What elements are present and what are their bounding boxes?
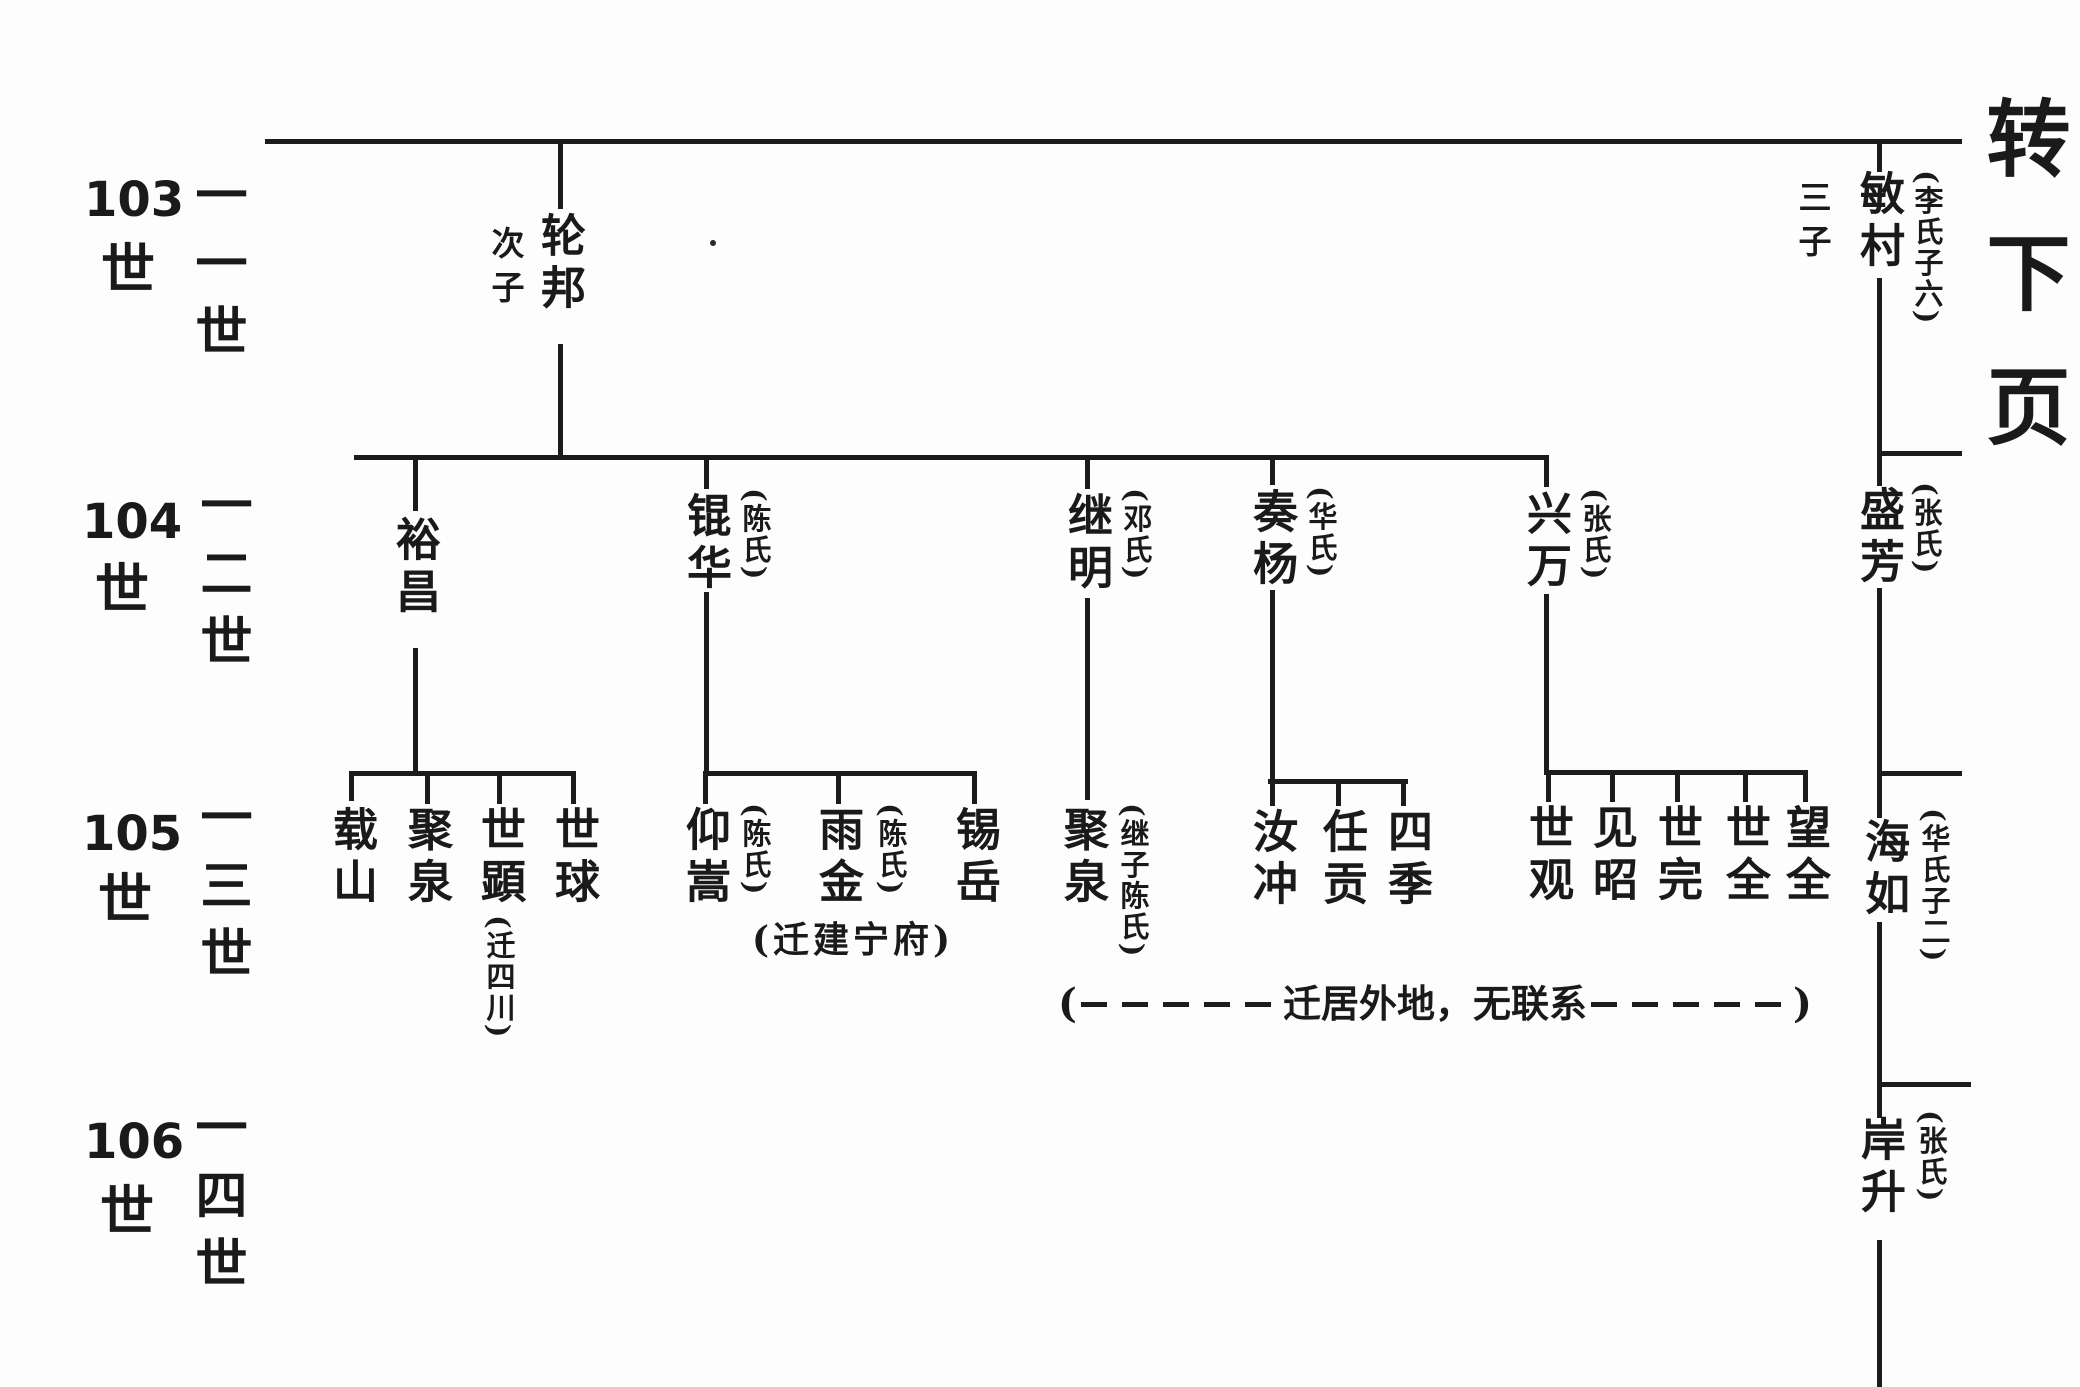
line-drop-zouyang: [1270, 455, 1275, 485]
line-drop-kunhua: [704, 455, 709, 489]
line-drop-shiwan: [1675, 770, 1680, 802]
gen-104-number: 104: [82, 494, 183, 550]
person-shengfang: 盛芳: [1852, 486, 1905, 590]
relocated-note-close-paren: ): [1792, 980, 1812, 1027]
gen-106-shi: 世: [100, 1179, 154, 1243]
line-bracket-yuchang-children: [349, 771, 575, 776]
person-shixian: 世顕: [473, 806, 526, 910]
line-drop-shiqiu: [571, 771, 576, 804]
ansheng-spouse-note: (张氏): [1914, 1110, 1948, 1204]
line-yuchang-to-children: [413, 648, 418, 775]
line-drop-rengong: [1336, 779, 1341, 806]
person-mincun: 敏村: [1852, 170, 1905, 274]
shixian-migration-note: (迁四川): [482, 915, 516, 1040]
person-yujin: 雨金: [811, 806, 864, 910]
gen-105-shi: 世: [98, 867, 152, 931]
line-drop-juquan1: [425, 771, 430, 804]
person-shiguan: 世观: [1521, 804, 1574, 908]
line-stub-shengfang-children: [1877, 771, 1962, 776]
line-kunhua-to-children: [704, 592, 709, 775]
person-zaishan: 载山: [325, 806, 378, 910]
line-drop-shiquan: [1743, 770, 1748, 802]
zouyang-spouse-note: (华氏): [1304, 486, 1338, 580]
person-shiquan: 世全: [1718, 804, 1771, 908]
gen-104-column-label: 一二世: [191, 478, 252, 682]
line-stub-hairu-children: [1877, 1082, 1971, 1087]
line-lunbang-to-gen104: [558, 344, 563, 460]
scan-speck: [710, 240, 716, 246]
line-ansheng-continues: [1877, 1240, 1882, 1387]
line-drop-xiyue: [972, 771, 977, 804]
person-hairu: 海如: [1857, 818, 1910, 922]
gen-106-number: 106: [84, 1114, 185, 1170]
relocated-note-text: 迁居外地，无联系: [1282, 981, 1587, 1026]
line-gen103-sibling: [265, 139, 1962, 144]
gen-104-shi: 世: [95, 557, 149, 621]
line-mincun-to-shengfang: [1877, 278, 1882, 486]
gen-103-shi: 世: [101, 237, 155, 301]
yujin-spouse-note: (陈氏): [874, 803, 908, 897]
relocated-note: ( 迁居外地，无联系 ): [1058, 984, 1812, 1024]
person-rengong: 任贡: [1315, 808, 1368, 912]
line-jiming-to-child: [1085, 598, 1090, 800]
line-hairu-to-ansheng: [1877, 922, 1882, 1118]
line-drop-jianzhao: [1610, 770, 1615, 802]
gen-103-number: 103: [84, 172, 185, 228]
relocated-note-dashes-right: [1590, 1001, 1789, 1007]
line-stub-mincun-children: [1877, 451, 1962, 456]
person-shiwan: 世完: [1650, 804, 1703, 908]
continued-next-page-label: 转下页: [1973, 95, 2072, 497]
gen-105-column-label: 一三世: [191, 790, 252, 994]
mincun-birth-order: 三子: [1793, 180, 1832, 268]
person-xingwan: 兴万: [1519, 490, 1572, 594]
person-ansheng: 岸升: [1853, 1116, 1906, 1220]
line-drop-jiming: [1085, 455, 1090, 489]
line-drop-xingwan: [1544, 455, 1549, 487]
line-zouyang-to-children: [1270, 590, 1275, 783]
gen-106-column-label: 一四世: [186, 1100, 247, 1304]
line-drop-ruchong: [1270, 779, 1275, 806]
line-drop-wangquan: [1803, 770, 1808, 802]
hairu-spouse-note: (华氏子二): [1917, 808, 1951, 964]
line-drop-yangsong: [703, 771, 708, 804]
lunbang-birth-order: 次子: [486, 226, 525, 314]
kunhua-spouse-note: (陈氏): [738, 488, 772, 582]
xingwan-spouse-note: (张氏): [1578, 488, 1612, 582]
person-xiyue: 锡岳: [948, 806, 1001, 910]
person-jiming: 继明: [1060, 492, 1113, 596]
person-juquan2: 聚泉: [1056, 806, 1109, 910]
line-drop-mincun: [1877, 139, 1882, 172]
line-shengfang-to-hairu: [1877, 588, 1882, 818]
line-drop-yuchang: [413, 455, 418, 511]
line-drop-shixian: [497, 771, 502, 804]
person-shiqiu: 世球: [547, 806, 600, 910]
line-xingwan-to-children: [1544, 594, 1549, 774]
person-wangquan: 望全: [1778, 804, 1831, 908]
line-drop-shiguan: [1546, 770, 1551, 802]
person-jianzhao: 见昭: [1585, 804, 1638, 908]
yangsong-spouse-note: (陈氏): [738, 803, 772, 897]
jiming-spouse-note: (邓氏): [1119, 488, 1153, 582]
juquan2-adoption-note: (继子陈氏): [1116, 803, 1150, 959]
person-zouyang: 奏杨: [1245, 488, 1298, 592]
person-lunbang: 轮邦: [533, 212, 586, 316]
gen-105-number: 105: [82, 806, 183, 862]
gen-103-column-label: 一一世: [186, 168, 247, 372]
person-juquan1: 聚泉: [400, 806, 453, 910]
shengfang-spouse-note: (张氏): [1909, 482, 1943, 576]
line-drop-yujin: [836, 771, 841, 804]
relocated-note-dashes-left: [1080, 1001, 1279, 1007]
line-gen104-sibling: [354, 455, 1548, 460]
relocated-note-open-paren: (: [1058, 980, 1077, 1027]
person-ruchong: 汝冲: [1245, 808, 1298, 912]
person-kunhua: 锟华: [679, 492, 732, 596]
jianning-migration-note: (迁建宁府): [752, 919, 955, 961]
line-drop-zaishan: [349, 771, 354, 801]
person-siji: 四季: [1380, 808, 1433, 912]
line-drop-siji: [1401, 779, 1406, 806]
person-yangsong: 仰嵩: [678, 806, 731, 910]
person-yuchang: 裕昌: [388, 516, 441, 620]
mincun-spouse-note: (李氏子六): [1910, 170, 1944, 326]
line-drop-lunbang: [558, 139, 563, 209]
